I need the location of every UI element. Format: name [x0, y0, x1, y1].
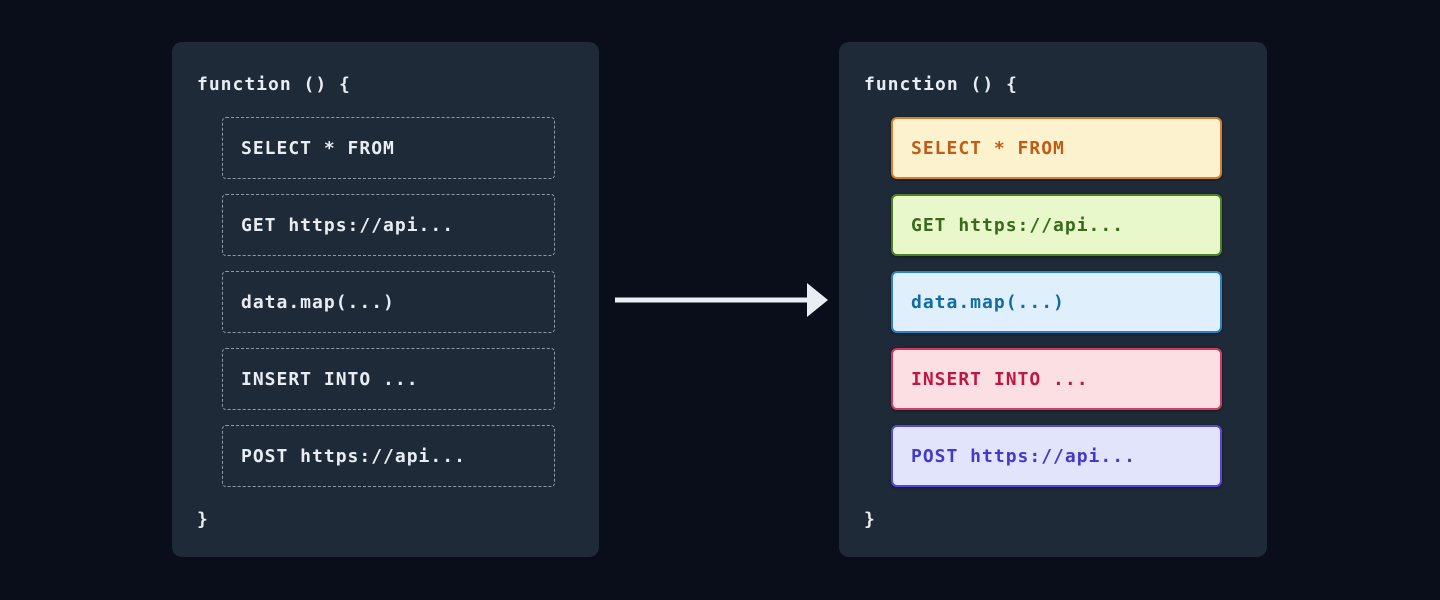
code-block-map: data.map(...): [222, 271, 555, 333]
function-close-line: }: [197, 509, 209, 530]
code-block-map-highlighted: data.map(...): [891, 271, 1222, 333]
code-block-label: GET https://api...: [241, 214, 455, 236]
source-function-panel: function () { SELECT * FROM GET https://…: [172, 42, 599, 557]
code-block-label: data.map(...): [911, 291, 1065, 313]
code-block-insert: INSERT INTO ...: [222, 348, 555, 410]
code-block-insert-highlighted: INSERT INTO ...: [891, 348, 1222, 410]
code-block-post: POST https://api...: [222, 425, 555, 487]
classified-function-panel: function () { SELECT * FROM GET https://…: [839, 42, 1267, 557]
code-block-label: POST https://api...: [241, 445, 466, 467]
transform-arrow-icon: [610, 278, 835, 322]
code-block-select-highlighted: SELECT * FROM: [891, 117, 1222, 179]
code-block-label: INSERT INTO ...: [241, 368, 419, 390]
code-block-select: SELECT * FROM: [222, 117, 555, 179]
function-open-line: function () {: [197, 74, 351, 95]
source-block-list: SELECT * FROM GET https://api... data.ma…: [222, 117, 555, 487]
classified-block-list: SELECT * FROM GET https://api... data.ma…: [891, 117, 1222, 487]
code-block-get-highlighted: GET https://api...: [891, 194, 1222, 256]
code-block-get: GET https://api...: [222, 194, 555, 256]
function-close-line: }: [864, 509, 876, 530]
code-block-label: GET https://api...: [911, 214, 1125, 236]
code-block-post-highlighted: POST https://api...: [891, 425, 1222, 487]
code-block-label: INSERT INTO ...: [911, 368, 1089, 390]
code-block-label: SELECT * FROM: [911, 137, 1065, 159]
code-block-label: SELECT * FROM: [241, 137, 395, 159]
function-open-line: function () {: [864, 74, 1018, 95]
code-block-label: POST https://api...: [911, 445, 1136, 467]
code-block-label: data.map(...): [241, 291, 395, 313]
